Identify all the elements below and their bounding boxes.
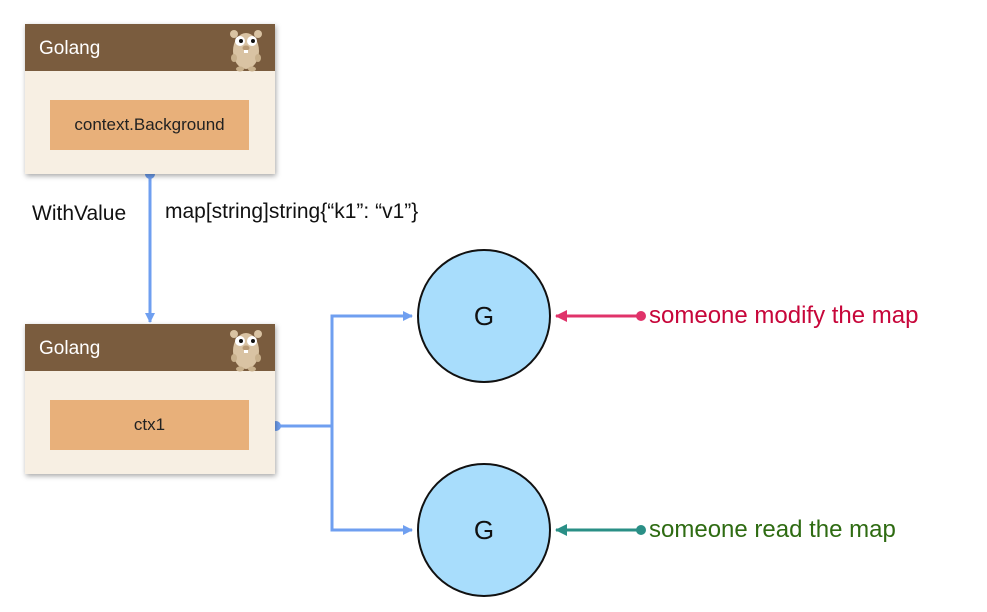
read-note: someone read the map: [649, 516, 896, 543]
goroutine-node-1: G: [417, 249, 551, 383]
gopher-icon: [230, 330, 262, 372]
ctx1-card: Golang ctx1: [25, 324, 275, 474]
gopher-icon: [230, 30, 262, 72]
branch-to-goroutine-1: [330, 311, 413, 426]
card-header: Golang: [25, 324, 275, 372]
context-background-box: context.Background: [50, 100, 249, 150]
card-title: Golang: [39, 338, 101, 359]
ctx1-box: ctx1: [50, 400, 249, 450]
card-header: Golang: [25, 24, 275, 72]
card-title: Golang: [39, 38, 101, 59]
withvalue-label: WithValue: [32, 202, 127, 225]
map-value-label: map[string]string{“k1”: “v1”}: [165, 200, 419, 223]
context-background-card: Golang context.Background: [25, 24, 275, 174]
branch-to-goroutine-2: [330, 426, 413, 535]
goroutine-node-2: G: [417, 463, 551, 597]
modify-note: someone modify the map: [649, 302, 919, 329]
